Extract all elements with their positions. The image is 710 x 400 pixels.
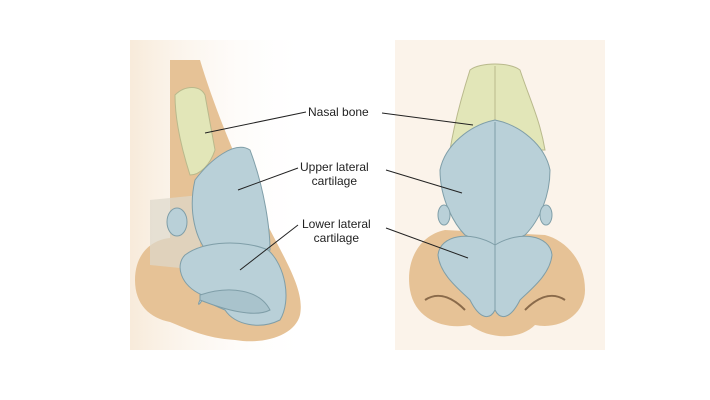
leader-upper-lateral-left (237, 167, 299, 191)
upper-lateral-cartilage-lateral (191, 146, 271, 256)
leader-lines (204, 111, 474, 271)
leader-lower-lateral-left (239, 224, 299, 271)
frontal-view-nose (409, 63, 585, 337)
leader-upper-lateral-right (385, 169, 463, 194)
label-nasal-bone: Nasal bone (308, 105, 369, 119)
label-upper-lateral-cartilage: Upper lateral cartilage (300, 160, 369, 188)
sesamoid-left (437, 204, 451, 226)
leader-lower-lateral-right (385, 227, 469, 259)
lower-lateral-crus (199, 289, 271, 314)
label-lower-lateral-cartilage: Lower lateral cartilage (302, 217, 371, 245)
sesamoid-cartilage (166, 207, 188, 237)
sesamoid-right (539, 204, 553, 226)
nasal-bone-lateral (174, 87, 216, 176)
nostrils (424, 294, 566, 311)
leader-nasal-bone-left (204, 111, 307, 134)
leader-nasal-bone-right (381, 112, 474, 126)
lateral-view-nose (135, 60, 301, 342)
